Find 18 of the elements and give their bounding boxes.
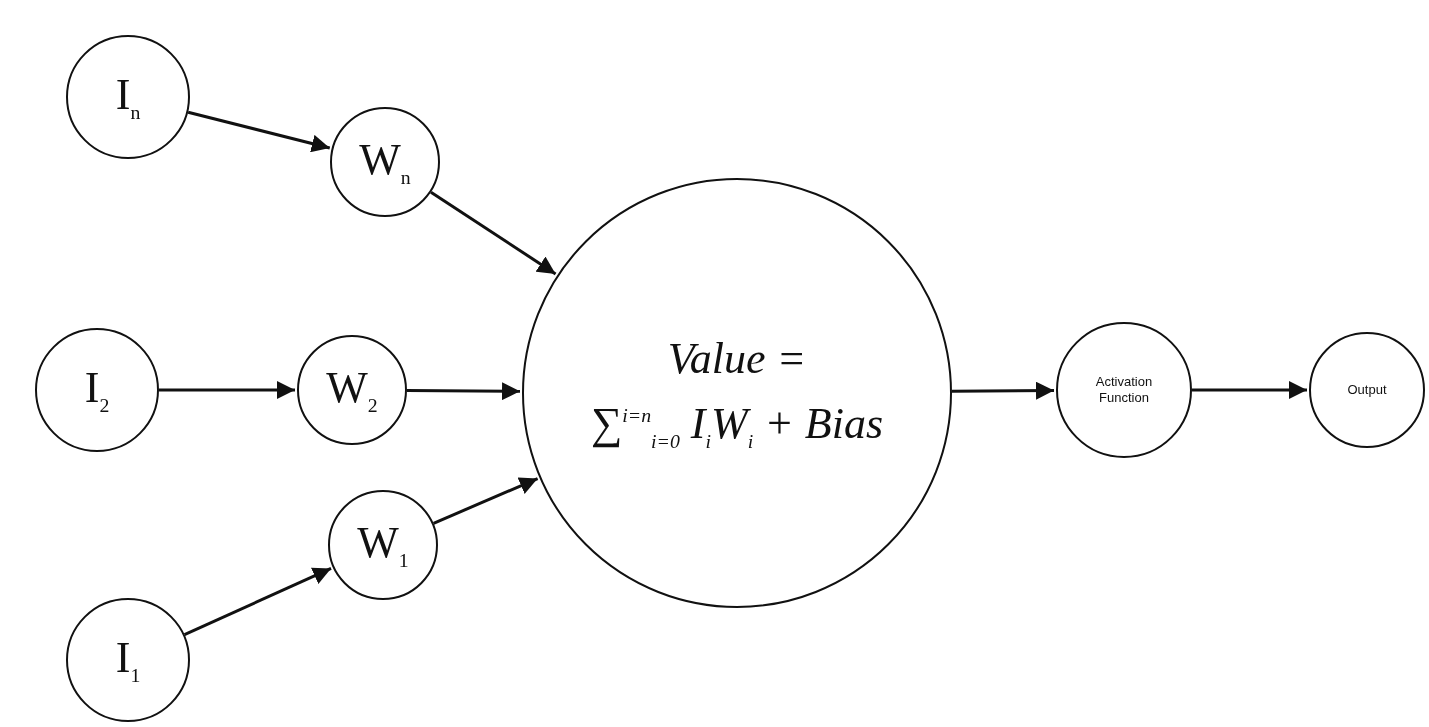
node-label: I$_{2}$ <box>84 362 110 418</box>
node-label: Activation Function <box>1094 374 1154 406</box>
formula-text: Value = <box>667 332 807 385</box>
arrow <box>187 110 331 153</box>
node-label: I$_{n}$ <box>115 69 141 125</box>
node-label: W$_{1}$ <box>357 517 409 573</box>
arrow <box>951 381 1054 400</box>
arrow <box>407 382 521 401</box>
node-label: W$_{2}$ <box>326 362 378 418</box>
node-label: I$_{1}$ <box>115 632 141 688</box>
arrow <box>432 477 539 525</box>
node-label: Output <box>1347 382 1387 398</box>
arrow <box>183 567 332 636</box>
arrow <box>430 190 557 276</box>
formula-text: ∑$^{i=n}$$_{i=0}$ I$_{i}$W$_{i}$ + Bias <box>590 397 884 454</box>
node-label: W$_{n}$ <box>359 134 411 190</box>
arrow <box>159 381 295 399</box>
arrow <box>1192 381 1307 399</box>
